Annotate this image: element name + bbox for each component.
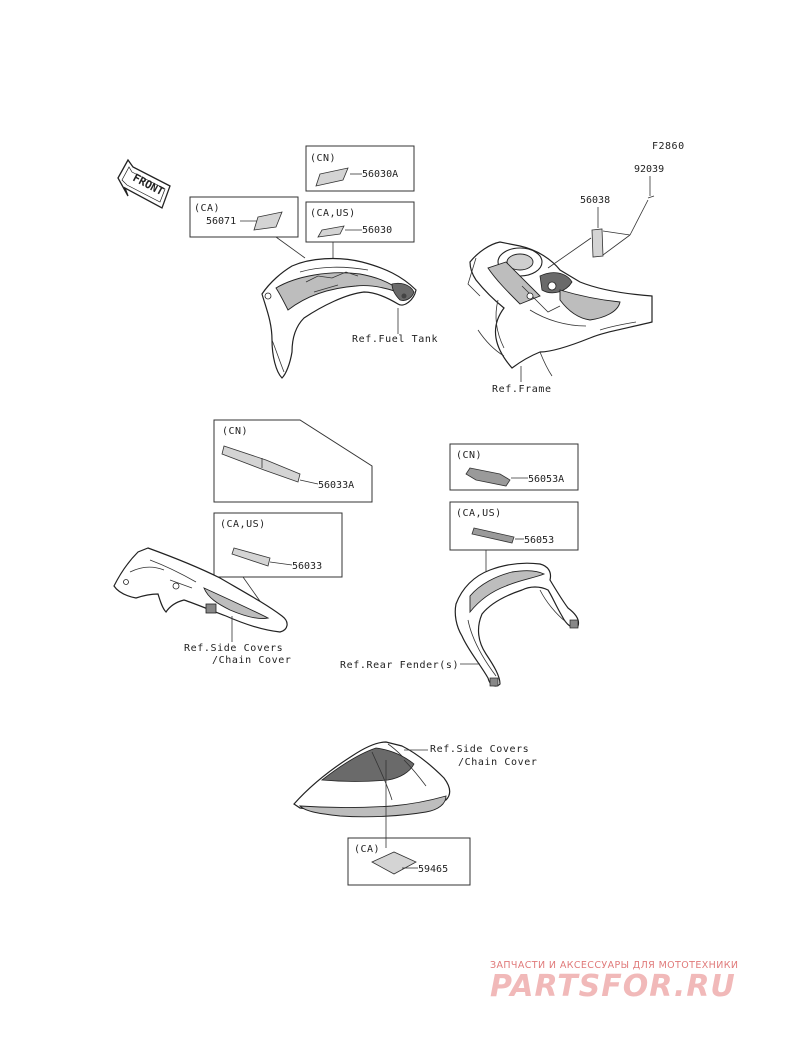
callout-cn-56030a: (CN) 56030A — [305, 145, 415, 192]
watermark: ЗАПЧАСТИ И АКСЕССУАРЫ ДЛЯ МОТОТЕХНИКИ PA… — [490, 960, 738, 1004]
callout-box — [449, 501, 579, 551]
callout-box — [305, 145, 415, 192]
ref-chain-cover-1: /Chain Cover — [212, 655, 291, 666]
ref-chain-cover-2: /Chain Cover — [458, 757, 537, 768]
part-56038-shape — [591, 228, 604, 258]
part-92039-label: 92039 — [634, 164, 664, 175]
decal-56030 — [317, 225, 345, 238]
callout-cn-56053a: (CN) 56053A — [449, 443, 579, 491]
part-number: 56033A — [318, 480, 354, 491]
part-number: 59465 — [418, 864, 448, 875]
region-label: (CA) — [354, 844, 380, 855]
callout-box — [213, 512, 343, 578]
decal-56033 — [231, 547, 271, 567]
ref-fuel-tank: Ref.Fuel Tank — [352, 334, 438, 345]
callout-box — [347, 837, 471, 886]
callout-box — [449, 443, 579, 491]
chain-cover-drawing — [113, 547, 288, 633]
ref-side-covers-1: Ref.Side Covers — [184, 643, 283, 654]
decal-59465 — [371, 851, 417, 875]
ref-side-covers-2: Ref.Side Covers — [430, 744, 529, 755]
region-label: (CA,US) — [456, 508, 502, 519]
region-label: (CN) — [310, 153, 336, 164]
callout-caus-56053: (CA,US) 56053 — [449, 501, 579, 551]
ref-rear-fender: Ref.Rear Fender(s) — [340, 660, 459, 671]
decal-56053a — [465, 467, 511, 487]
callout-ca-56071: (CA) 56071 — [189, 196, 299, 238]
figure-code: F2860 — [652, 141, 685, 152]
watermark-logo: PARTSFOR.RU — [490, 969, 736, 1004]
callout-box — [189, 196, 299, 238]
part-number: 56053A — [528, 474, 564, 485]
region-label: (CN) — [456, 450, 482, 461]
region-label: (CA) — [194, 203, 220, 214]
decal-56033a — [221, 445, 301, 483]
region-label: (CA,US) — [220, 519, 266, 530]
decal-56030a — [315, 167, 349, 187]
watermark-tagline: ЗАПЧАСТИ И АКСЕССУАРЫ ДЛЯ МОТОТЕХНИКИ — [490, 960, 738, 971]
callout-box — [213, 419, 373, 503]
decal-56053 — [471, 527, 515, 544]
part-56038-label: 56038 — [580, 195, 610, 206]
ref-frame: Ref.Frame — [492, 384, 552, 395]
rear-fender-drawing — [454, 562, 580, 687]
part-number: 56033 — [292, 561, 322, 572]
region-label: (CN) — [222, 426, 248, 437]
callout-cn-56033a: (CN) 56033A — [213, 419, 373, 503]
part-number: 56030A — [362, 169, 398, 180]
part-number: 56053 — [524, 535, 554, 546]
front-arrow-icon: FRONT — [117, 158, 171, 209]
callout-caus-56030: (CA,US) 56030 — [305, 201, 415, 243]
region-label: (CA,US) — [310, 208, 356, 219]
decal-56071 — [253, 211, 283, 231]
fuel-tank-cover-drawing — [261, 257, 417, 379]
callout-ca-59465: (CA) 59465 — [347, 837, 471, 886]
callout-caus-56033: (CA,US) 56033 — [213, 512, 343, 578]
part-number: 56030 — [362, 225, 392, 236]
part-number: 56071 — [206, 216, 236, 227]
callout-box — [305, 201, 415, 243]
seat-cowl-drawing — [293, 741, 451, 818]
frame-drawing — [467, 241, 653, 377]
